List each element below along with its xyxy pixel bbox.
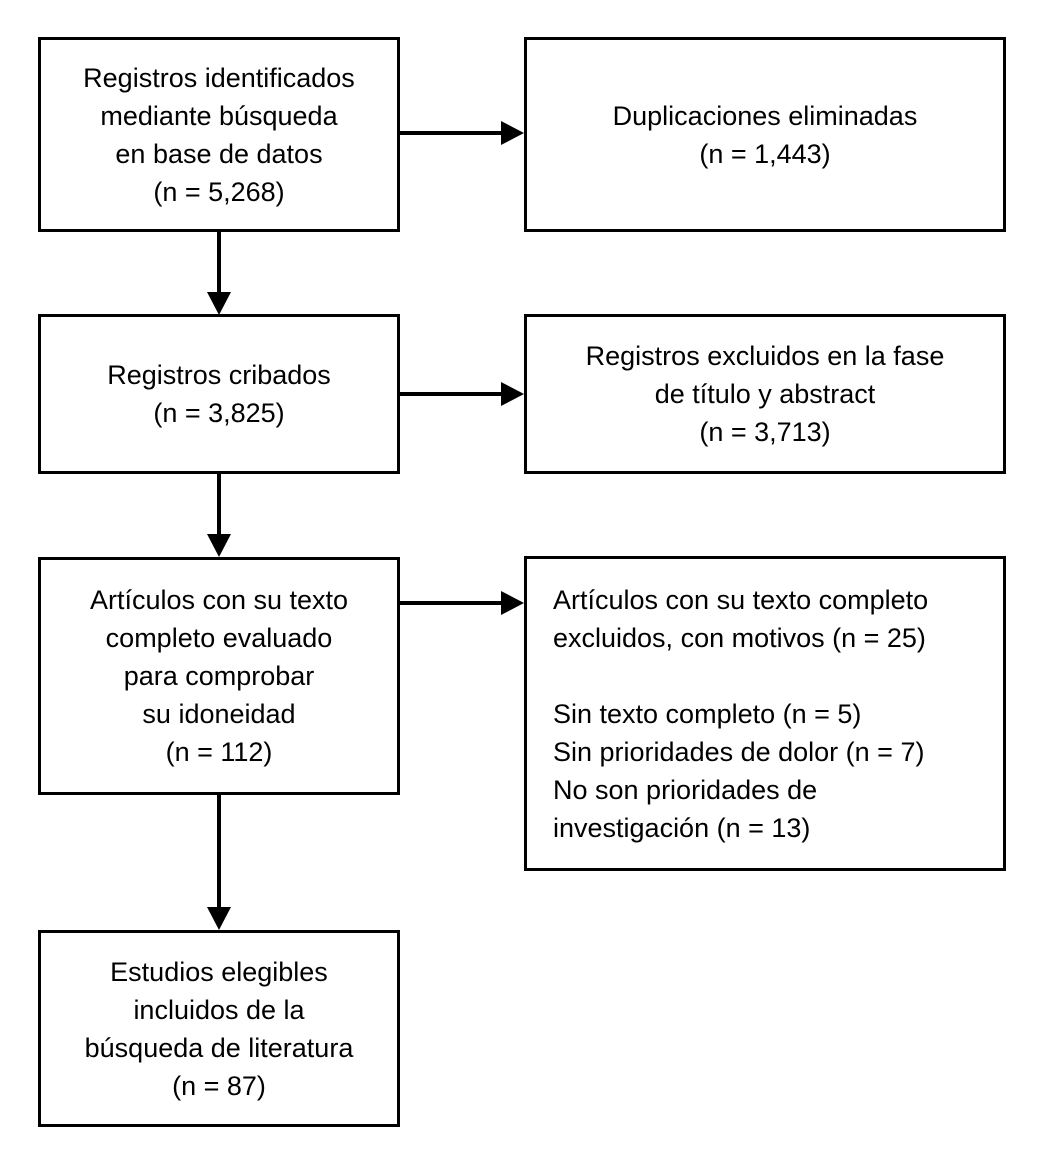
- arrow-down-fulltext-to-included-icon: [207, 795, 231, 930]
- box-text-line: (n = 3,713): [699, 417, 831, 447]
- box-text-line: mediante búsqueda: [100, 100, 338, 131]
- box-text-line: para comprobar: [123, 661, 315, 691]
- arrow-shaft: [400, 392, 503, 396]
- box-text-line: (n = 5,268): [153, 176, 285, 207]
- box-text-line: investigación (n = 13): [553, 812, 811, 843]
- box-text-line: (n = 1,443): [699, 138, 831, 169]
- arrow-head-down-icon: [207, 534, 231, 557]
- box-text-line: de título y abstract: [654, 379, 876, 409]
- box-text-line: en base de datos: [115, 138, 323, 169]
- box-text-line: No son prioridades de: [553, 774, 818, 805]
- box-text-line: Estudios elegibles: [110, 956, 328, 987]
- box-text-line: excluidos, con motivos (n = 25): [553, 622, 926, 653]
- box-text-line: Registros identificados: [83, 62, 355, 93]
- arrow-head-down-icon: [207, 907, 231, 930]
- arrow-down-screened-to-fulltext-icon: [207, 474, 231, 557]
- flow-box-records-identified: Registros identificados mediante búsqued…: [38, 37, 400, 232]
- flow-box-duplicates-removed: Duplicaciones eliminadas (n = 1,443): [524, 37, 1006, 232]
- arrow-right-fulltext-to-excluded-icon: [400, 591, 524, 615]
- box-text-line: completo evaluado: [105, 623, 333, 653]
- arrow-shaft: [217, 474, 221, 536]
- box-text-line: (n = 87): [172, 1070, 266, 1101]
- arrow-right-identified-to-duplicates-icon: [400, 121, 524, 145]
- arrow-head-right-icon: [501, 382, 524, 406]
- box-text-line: Artículos con su texto: [89, 585, 349, 615]
- arrow-head-right-icon: [501, 591, 524, 615]
- box-text-line: Duplicaciones eliminadas: [612, 100, 918, 131]
- box-text-line: incluidos de la: [133, 994, 305, 1025]
- flow-box-studies-included: Estudios elegibles incluidos de la búsqu…: [38, 930, 400, 1127]
- arrow-head-right-icon: [501, 121, 524, 145]
- arrow-right-screened-to-excluded-icon: [400, 382, 524, 406]
- box-text-line: Artículos con su texto completo: [553, 584, 929, 615]
- arrow-shaft: [400, 131, 503, 135]
- arrow-down-identified-to-screened-icon: [207, 232, 231, 315]
- arrow-shaft: [217, 795, 221, 909]
- box-text-line: Registros cribados: [107, 360, 331, 390]
- arrow-head-down-icon: [207, 292, 231, 315]
- box-text-line: Sin texto completo (n = 5): [553, 698, 862, 729]
- arrow-shaft: [217, 232, 221, 294]
- flow-box-fulltext-excluded: Artículos con su texto completo excluido…: [524, 556, 1006, 871]
- arrow-shaft: [400, 601, 503, 605]
- box-text-line: (n = 3,825): [153, 398, 285, 428]
- flow-box-fulltext-assessed: Artículos con su texto completo evaluado…: [38, 557, 400, 795]
- box-text-line: (n = 112): [165, 737, 273, 767]
- flow-box-records-excluded-title-abstract: Registros excluidos en la fase de título…: [524, 314, 1006, 474]
- box-text-line: búsqueda de literatura: [84, 1032, 354, 1063]
- box-text-line: Sin prioridades de dolor (n = 7): [553, 736, 925, 767]
- box-text-line: Registros excluidos en la fase: [585, 341, 945, 371]
- flow-box-records-screened: Registros cribados (n = 3,825): [38, 314, 400, 474]
- box-text-line: su idoneidad: [142, 699, 296, 729]
